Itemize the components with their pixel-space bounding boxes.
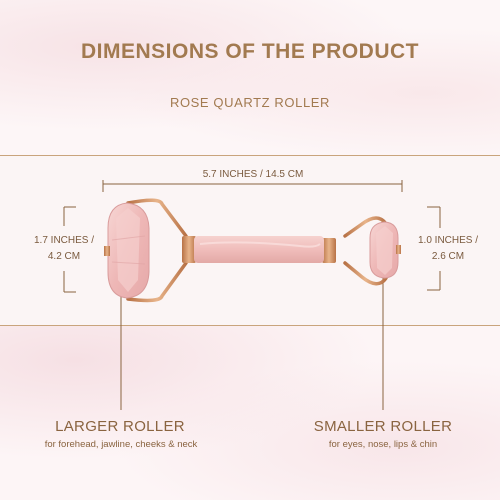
handle-ferrule-left bbox=[182, 236, 196, 263]
product-subtitle: ROSE QUARTZ ROLLER bbox=[169, 95, 331, 110]
small-height-bracket bbox=[427, 206, 441, 291]
larger-roller-title: LARGER ROLLER bbox=[55, 418, 185, 435]
roller-handle bbox=[194, 236, 324, 263]
larger-roller-description: for forehead, jawline, cheeks & neck bbox=[44, 439, 198, 450]
divider-bottom bbox=[0, 325, 500, 326]
large-roller-stone bbox=[107, 202, 150, 299]
small-roller-stone bbox=[369, 221, 399, 279]
smaller-roller-description: for eyes, nose, lips & chin bbox=[328, 439, 438, 450]
header-background bbox=[0, 0, 500, 155]
length-dimension-line bbox=[102, 180, 403, 192]
labels-background bbox=[0, 325, 500, 500]
large-height-bracket bbox=[63, 206, 76, 293]
small-height-label-line2: 2.6 CM bbox=[431, 251, 465, 262]
large-height-label-line1: 1.7 INCHES / bbox=[33, 235, 95, 246]
divider-top bbox=[0, 155, 500, 156]
length-dimension-label: 5.7 INCHES / 14.5 CM bbox=[202, 169, 304, 180]
large-height-label-line2: 4.2 CM bbox=[47, 251, 81, 262]
small-height-label-line1: 1.0 INCHES / bbox=[417, 235, 479, 246]
smaller-roller-title: SMALLER ROLLER bbox=[313, 418, 453, 435]
handle-ferrule-right bbox=[322, 238, 336, 263]
page-title: DIMENSIONS OF THE PRODUCT bbox=[80, 40, 419, 63]
